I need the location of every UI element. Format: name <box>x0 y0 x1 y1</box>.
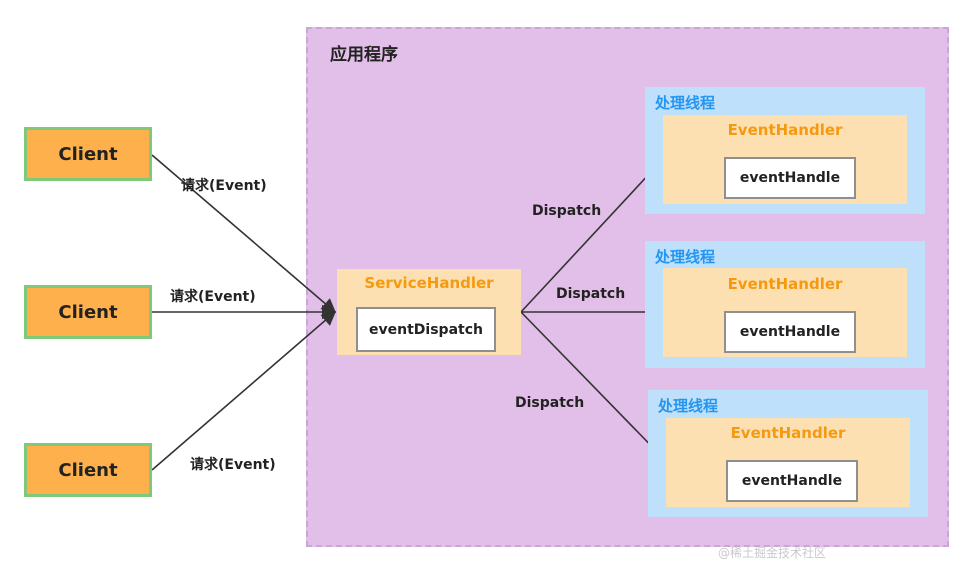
client-node-1[interactable]: Client <box>24 127 152 181</box>
event-handler-title-3: EventHandler <box>730 424 846 442</box>
event-dispatch-method[interactable]: eventDispatch <box>356 307 496 352</box>
thread-title-1: 处理线程 <box>655 94 716 112</box>
thread-title-3: 处理线程 <box>658 397 719 415</box>
dispatch-edge-1 <box>520 156 665 313</box>
event-handler-title-2: EventHandler <box>727 275 843 293</box>
event-handle-label: eventHandle <box>739 324 841 340</box>
event-handle-label: eventHandle <box>739 170 841 186</box>
dispatch-label-2: Dispatch <box>556 286 626 302</box>
client-label: Client <box>58 143 118 165</box>
request-label-1: 请求(Event) <box>181 178 267 194</box>
request-edge-1 <box>151 154 337 313</box>
client-label: Client <box>58 459 118 481</box>
event-handle-method-1[interactable]: eventHandle <box>724 157 856 199</box>
app-title: 应用程序 <box>330 45 398 65</box>
client-node-3[interactable]: Client <box>24 443 152 497</box>
thread-title-2: 处理线程 <box>655 248 716 266</box>
request-label-2: 请求(Event) <box>170 289 256 305</box>
dispatch-label-3: Dispatch <box>515 395 585 411</box>
service-handler-title: ServiceHandler <box>364 274 494 292</box>
event-handle-method-2[interactable]: eventHandle <box>724 311 856 353</box>
dispatch-edge-3 <box>520 311 668 463</box>
event-handle-method-3[interactable]: eventHandle <box>726 460 858 502</box>
client-label: Client <box>58 301 118 323</box>
request-edge-3 <box>151 311 337 471</box>
client-node-2[interactable]: Client <box>24 285 152 339</box>
event-handle-label: eventHandle <box>741 473 843 489</box>
request-label-3: 请求(Event) <box>190 457 276 473</box>
event-handler-title-1: EventHandler <box>727 121 843 139</box>
dispatch-label-1: Dispatch <box>532 203 602 219</box>
watermark: @稀土掘金技术社区 <box>718 546 827 560</box>
event-dispatch-label: eventDispatch <box>369 321 483 338</box>
